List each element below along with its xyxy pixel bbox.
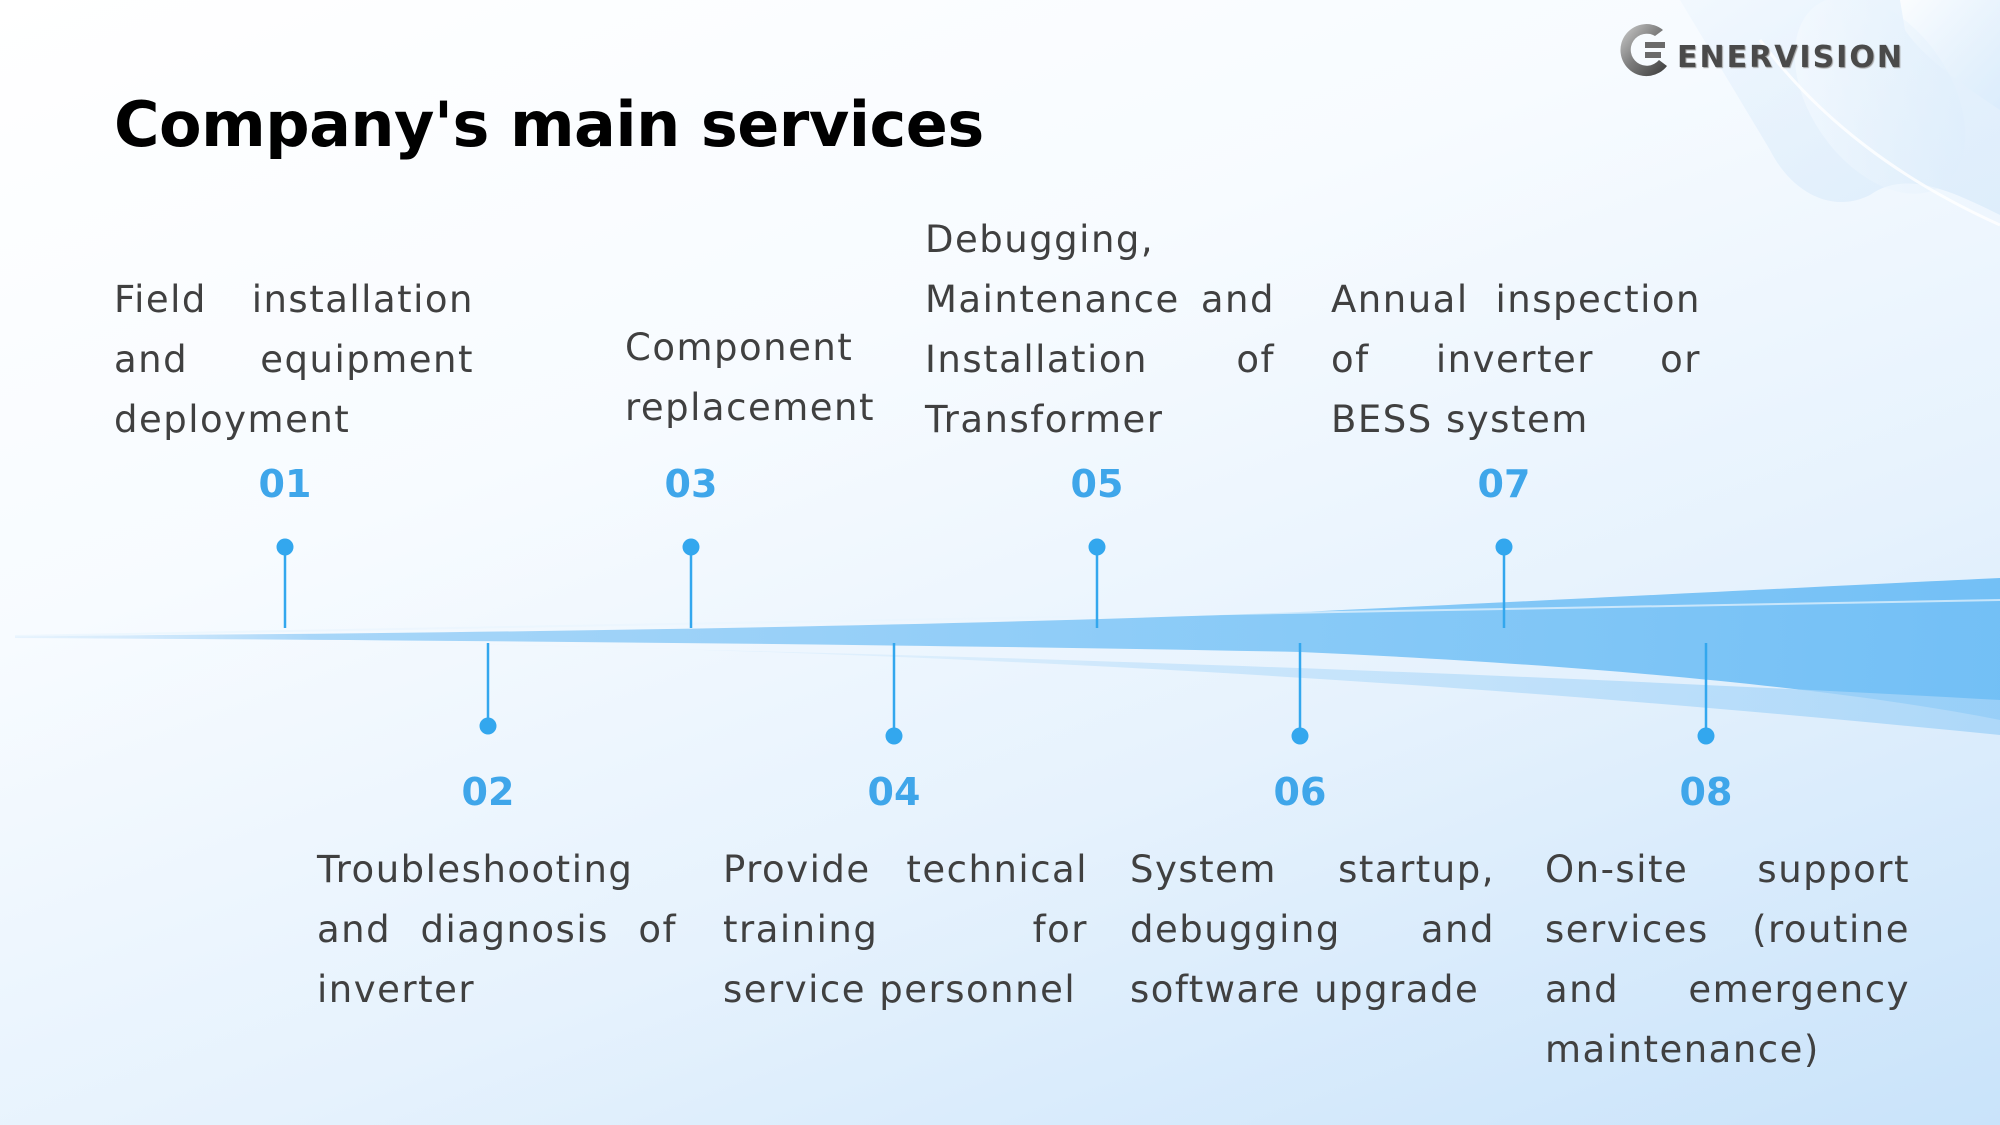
step-text-04: Provide technical training for service p…	[723, 848, 1088, 1011]
step-text-01: Field installation and equipment deploym…	[114, 278, 474, 441]
marker-dot-08	[1697, 727, 1715, 745]
step-text-02: Troubleshooting and diagnosis of inverte…	[317, 848, 677, 1011]
step-text-06: System startup, debugging and software u…	[1130, 848, 1495, 1011]
step-number-02: 02	[461, 770, 515, 814]
enervision-logo: ENERVISION	[1615, 18, 1985, 88]
step-text-03: Component replacement	[625, 326, 875, 429]
marker-dot-06	[1291, 727, 1309, 745]
page-title: Company's main services	[114, 88, 984, 161]
marker-dot-02	[479, 717, 497, 735]
step-number-07: 07	[1477, 462, 1531, 506]
step-number-01: 01	[258, 462, 312, 506]
logo-wordmark: ENERVISION	[1677, 40, 1904, 75]
marker-dot-01	[276, 538, 294, 556]
marker-dot-07	[1495, 538, 1513, 556]
step-text-07: Annual inspection of inverter or BESS sy…	[1331, 278, 1701, 441]
step-number-04: 04	[867, 770, 921, 814]
step-text-08: On-site support services (routine and em…	[1545, 848, 1910, 1071]
logo-mark-icon	[1620, 24, 1667, 77]
step-number-05: 05	[1070, 462, 1124, 506]
step-number-06: 06	[1273, 770, 1327, 814]
marker-dot-04	[885, 727, 903, 745]
step-number-03: 03	[664, 462, 718, 506]
step-number-08: 08	[1679, 770, 1733, 814]
marker-dot-03	[682, 538, 700, 556]
marker-dot-05	[1088, 538, 1106, 556]
timeline-ribbon-glow	[300, 640, 2000, 735]
step-text-05: Debugging, Maintenance and Installation …	[925, 218, 1275, 441]
